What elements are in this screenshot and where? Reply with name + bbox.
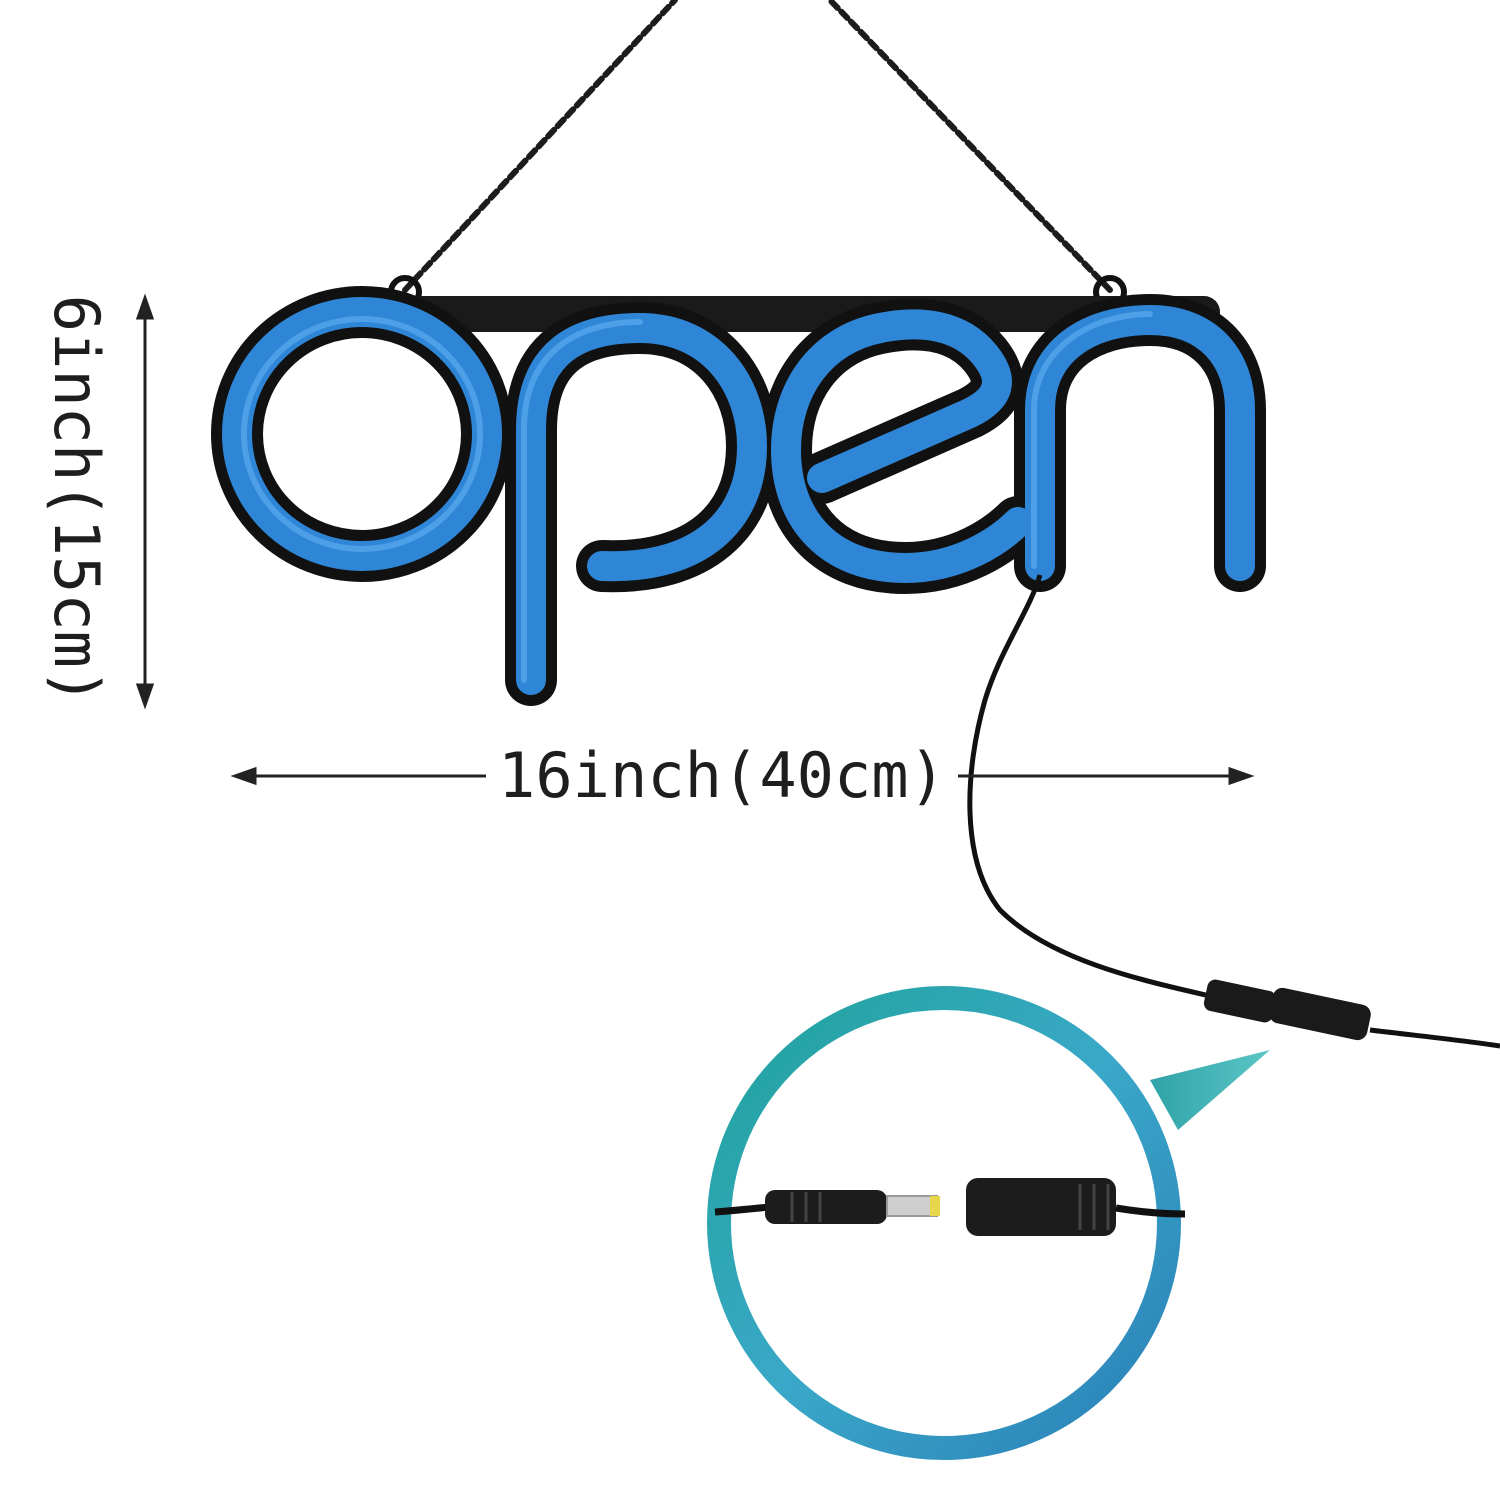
male-plug-body [765,1190,887,1224]
height-label: 6inch(15cm) [40,288,113,712]
neon-letter-p [516,313,767,695]
height-arrow [135,293,155,710]
cable-connector [1203,979,1500,1049]
inset-connector-closeup [714,1178,1186,1236]
neon-letters-open [222,297,1255,695]
power-cable [967,574,1211,999]
inset-circle [707,986,1181,1460]
hanging-chain [402,0,1113,293]
mount-bar [300,296,1220,332]
male-plug-tip [886,1195,938,1217]
neon-letter-e [771,309,1033,583]
neon-letter-n [1025,305,1255,581]
width-label: 16inch(40cm) [486,745,958,807]
inset-pointer [1150,1050,1270,1130]
neon-letter-o [222,297,502,571]
neon-highlight [241,311,1153,683]
